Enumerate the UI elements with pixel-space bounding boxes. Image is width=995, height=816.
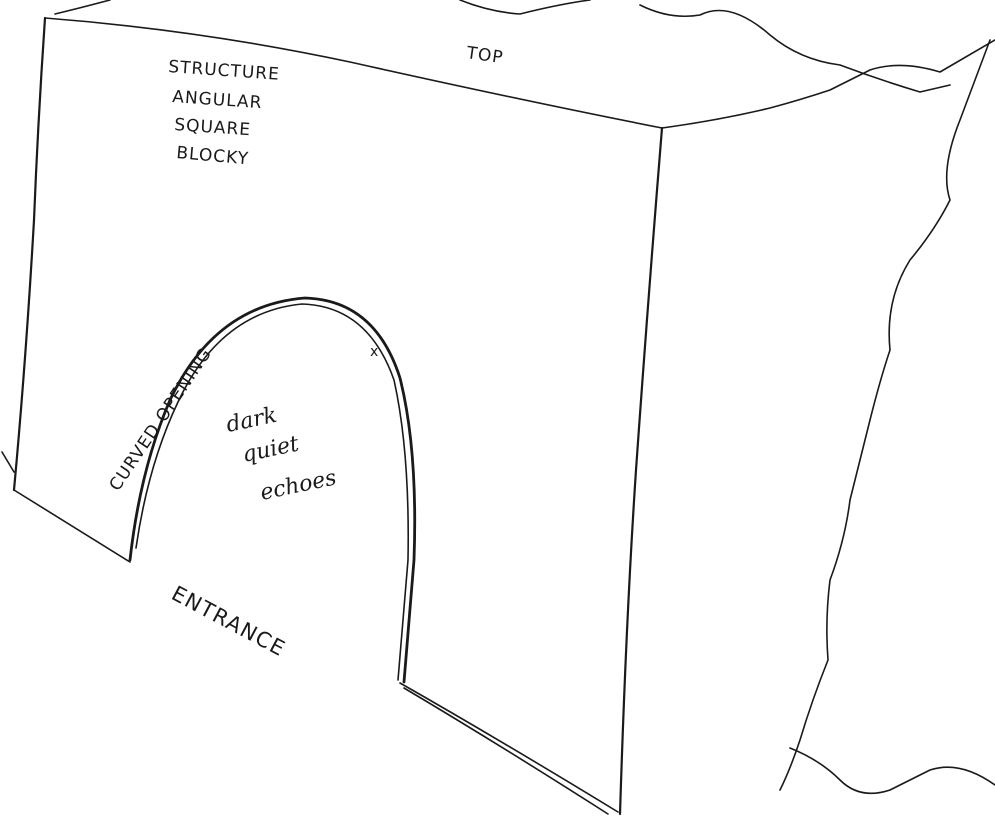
front-face-right-edge <box>620 128 662 814</box>
left-ground-line <box>2 452 14 472</box>
right-cliff-edge <box>780 40 990 790</box>
top-right-rock-edge <box>662 40 995 128</box>
top-wavy-line-3 <box>55 0 110 14</box>
inside-word: quiet <box>240 432 301 468</box>
bottom-right-rock-edge <box>790 748 995 793</box>
entrance-label: ENTRANCE <box>168 581 290 661</box>
arch-base-line-2 <box>404 688 608 814</box>
top-label: TOP <box>464 43 504 68</box>
arch-base-line <box>400 683 618 812</box>
structure-word: STRUCTURE <box>168 57 281 85</box>
x-mark: x <box>370 344 378 360</box>
structure-word: ANGULAR <box>172 87 263 113</box>
curved-opening-label: CURVED OPENING <box>106 344 217 495</box>
structure-word: SQUARE <box>174 115 252 140</box>
inside-word: echoes <box>258 465 339 505</box>
front-face-left-edge <box>14 18 45 490</box>
top-wavy-line-2 <box>640 5 950 92</box>
structure-word-list: STRUCTURE ANGULAR SQUARE BLOCKY <box>168 57 281 169</box>
front-face-top-edge <box>45 18 662 128</box>
front-face-bottom-left-edge <box>14 490 130 562</box>
structure-word: BLOCKY <box>176 143 250 169</box>
inside-word-list: dark quiet echoes <box>224 403 339 506</box>
top-wavy-line-1 <box>460 0 590 14</box>
inside-word: dark <box>224 403 279 438</box>
